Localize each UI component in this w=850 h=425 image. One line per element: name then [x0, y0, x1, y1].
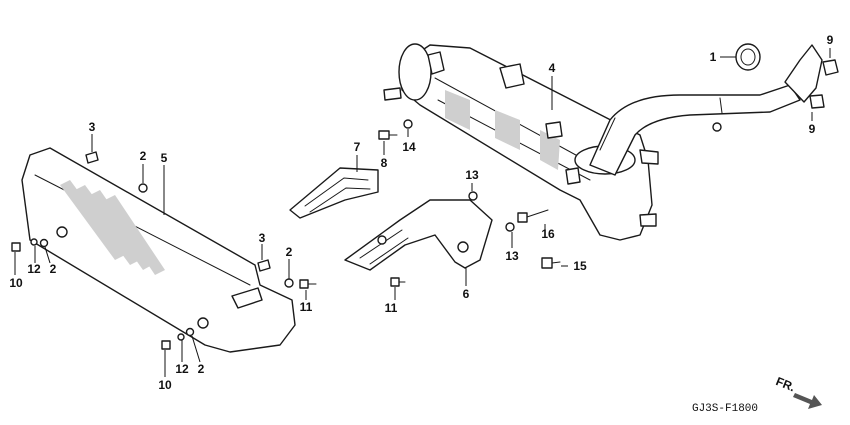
callout-11: 11: [385, 301, 398, 315]
callout-14: 14: [402, 140, 416, 154]
callout-9: 9: [809, 122, 816, 136]
callout-10: 10: [9, 276, 23, 290]
callout-11: 11: [300, 300, 313, 314]
callout-labels: 1 2 2 2 2 3 3 4 5 6 7 8 9 9 10 10 11 11 …: [9, 33, 833, 392]
callout-15: 15: [573, 259, 587, 273]
callout-13: 13: [505, 249, 519, 263]
arrow-right-icon: [793, 393, 822, 409]
callout-4: 4: [549, 61, 556, 75]
callout-2: 2: [140, 149, 147, 163]
drawing-code: GJ3S-F1800: [692, 403, 758, 415]
callout-1: 1: [710, 50, 717, 64]
front-direction-indicator: FR.: [774, 374, 822, 409]
callout-12: 12: [175, 362, 189, 376]
callout-7: 7: [354, 140, 361, 154]
protector-upper: [289, 167, 379, 219]
clip: [85, 151, 271, 272]
callout-3: 3: [259, 231, 266, 245]
callout-16: 16: [541, 227, 555, 241]
callout-2: 2: [286, 245, 293, 259]
callout-2: 2: [198, 362, 205, 376]
callout-2: 2: [50, 262, 57, 276]
callout-9: 9: [827, 33, 834, 47]
flange-nut: [809, 59, 839, 109]
callout-12: 12: [27, 262, 41, 276]
washer: [39, 119, 515, 337]
exhaust-pipe: [589, 44, 823, 176]
callout-10: 10: [158, 378, 172, 392]
gasket: [735, 43, 761, 71]
muffler-cover: [21, 147, 296, 353]
leader-lines: [14, 48, 831, 377]
protector-lower: [344, 199, 493, 271]
callout-13: 13: [465, 168, 479, 182]
callout-6: 6: [463, 287, 470, 301]
bolt: [11, 130, 561, 350]
callout-5: 5: [161, 151, 168, 165]
callout-3: 3: [89, 120, 96, 134]
callout-8: 8: [381, 156, 388, 170]
front-direction-label: FR.: [774, 374, 797, 394]
